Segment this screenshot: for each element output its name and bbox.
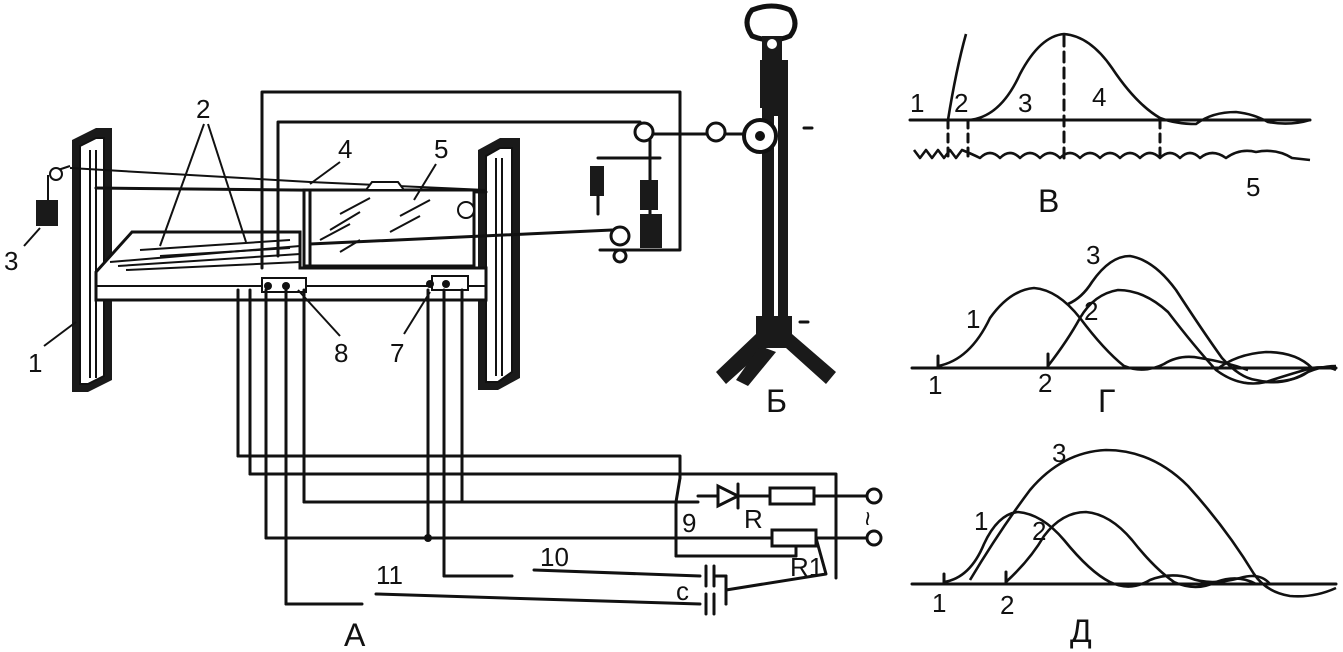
label-supply: ~ bbox=[853, 511, 883, 526]
stand bbox=[308, 3, 836, 386]
panel-g-label: Г bbox=[1098, 383, 1115, 419]
g-tick-1: 1 bbox=[928, 370, 942, 400]
apparatus-labels: 2 3 4 5 1 8 7 9 R 10 R1 11 c ~ А Б bbox=[4, 94, 883, 652]
wiring bbox=[236, 90, 868, 606]
label-10: 10 bbox=[540, 542, 569, 572]
apparatus-frame bbox=[36, 128, 520, 392]
v-point-3: 3 bbox=[1018, 88, 1032, 118]
g-curve-1: 1 bbox=[966, 304, 980, 334]
g-curve-3: 3 bbox=[1086, 240, 1100, 270]
resistor-R bbox=[768, 486, 816, 506]
panel-v-label: В bbox=[1038, 183, 1059, 219]
v-point-2: 2 bbox=[954, 88, 968, 118]
g-curve-2: 2 bbox=[1084, 296, 1098, 326]
label-R1: R1 bbox=[790, 552, 823, 582]
panel-d-label: Д bbox=[1070, 613, 1092, 649]
resistor-R1 bbox=[770, 528, 818, 548]
d-curve-3: 3 bbox=[1052, 438, 1066, 468]
label-11: 11 bbox=[376, 560, 403, 590]
label-A: А bbox=[344, 617, 366, 652]
label-9: 9 bbox=[682, 508, 696, 538]
d-curve-2: 2 bbox=[1032, 516, 1046, 546]
label-c: c bbox=[676, 576, 689, 606]
terminal-top bbox=[865, 487, 883, 505]
v-point-4: 4 bbox=[1092, 82, 1106, 112]
panel-g: 1 2 3 1 2 Г bbox=[910, 240, 1338, 419]
label-5: 5 bbox=[434, 134, 448, 164]
label-1: 1 bbox=[28, 348, 42, 378]
d-tick-2: 2 bbox=[1000, 590, 1014, 620]
label-7: 7 bbox=[390, 338, 404, 368]
d-curve-1: 1 bbox=[974, 506, 988, 536]
v-point-5: 5 bbox=[1246, 172, 1260, 202]
label-B: Б bbox=[766, 383, 787, 419]
panel-d: 1 2 3 1 2 Д bbox=[910, 438, 1338, 649]
g-tick-2: 2 bbox=[1038, 368, 1052, 398]
d-tick-1: 1 bbox=[932, 588, 946, 618]
label-R: R bbox=[744, 504, 763, 534]
label-3: 3 bbox=[4, 246, 18, 276]
label-2: 2 bbox=[196, 94, 210, 124]
v-point-1: 1 bbox=[910, 88, 924, 118]
panel-v: 1 2 3 4 5 В bbox=[908, 32, 1312, 219]
terminal-bottom bbox=[865, 529, 883, 547]
capacitor bbox=[704, 564, 728, 616]
label-8: 8 bbox=[334, 338, 348, 368]
label-4: 4 bbox=[338, 134, 352, 164]
diode bbox=[696, 482, 742, 510]
